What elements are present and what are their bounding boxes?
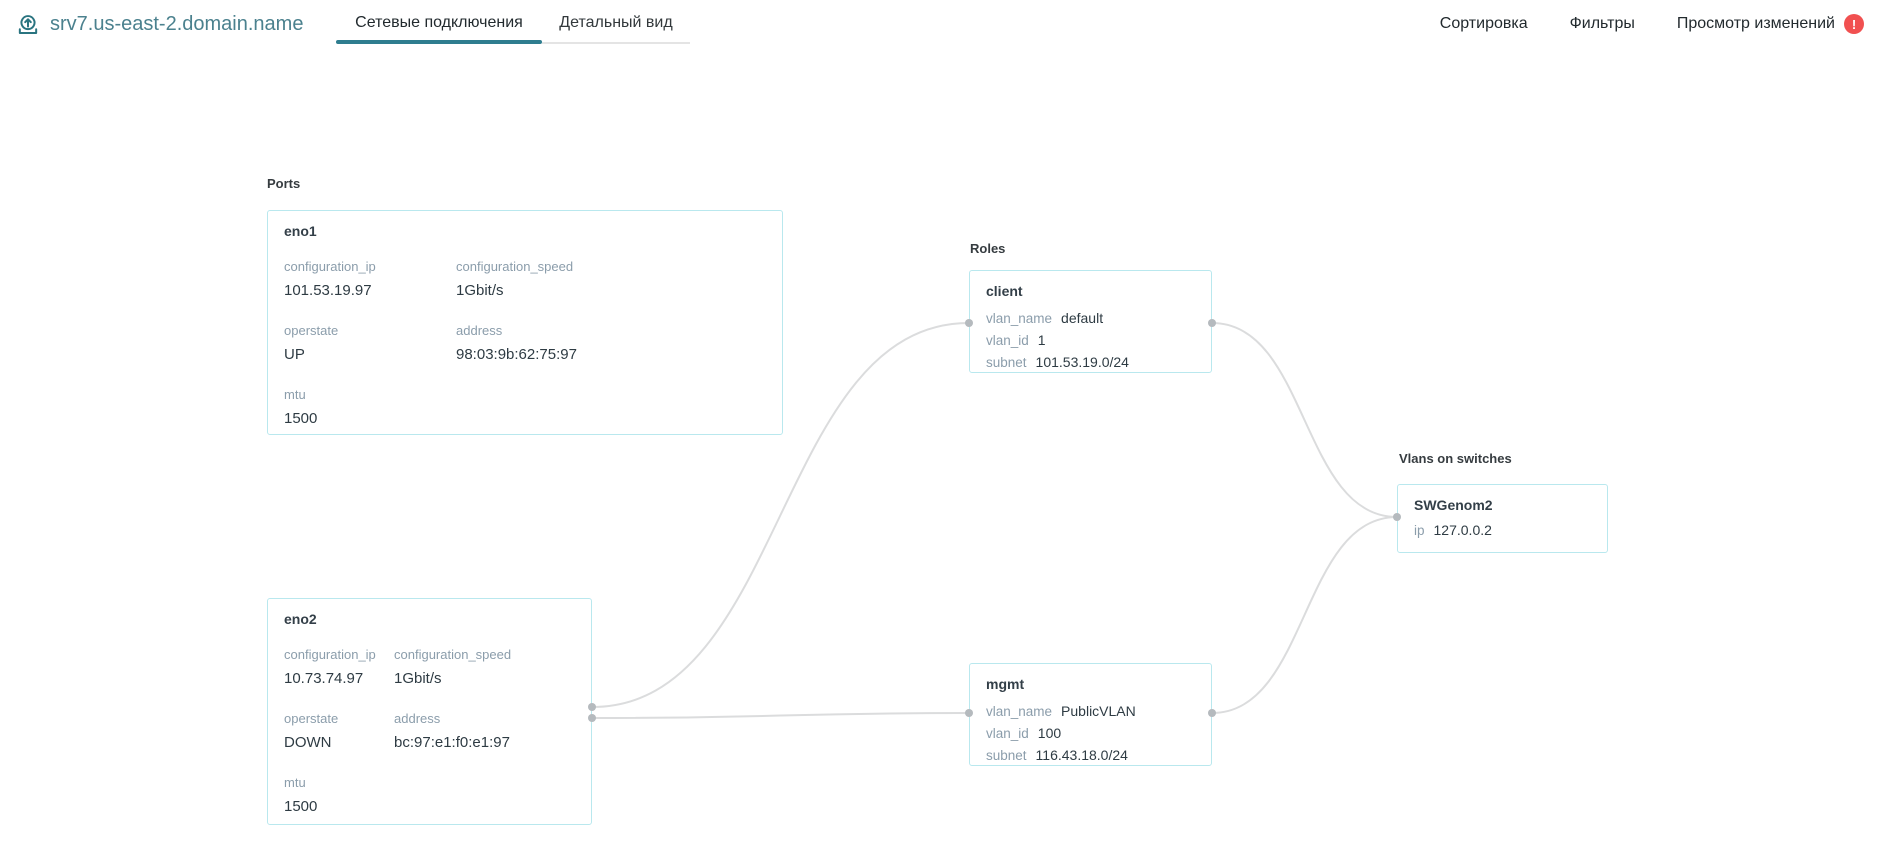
field-operstate: operstate DOWN <box>284 711 339 751</box>
card-title: eno2 <box>284 611 317 627</box>
field-mtu: mtu 1500 <box>284 775 318 815</box>
filters-button[interactable]: Фильтры <box>1569 15 1635 32</box>
server-upload-icon <box>14 10 42 38</box>
card-title: mgmt <box>986 676 1025 692</box>
field-mtu: mtu 1500 <box>284 387 318 427</box>
field-grid: configuration_ip 10.73.74.97 configurati… <box>284 647 575 815</box>
field-operstate: operstate UP <box>284 323 339 363</box>
view-changes-label: Просмотр изменений <box>1676 15 1835 32</box>
field-configuration-ip: configuration_ip 10.73.74.97 <box>284 647 376 687</box>
app-header: srv7.us-east-2.domain.name Сетевые подкл… <box>0 0 1884 48</box>
section-label-ports: Ports <box>267 176 301 191</box>
field-configuration-speed: configuration_speed 1Gbit/s <box>394 647 512 687</box>
connection-mgmt-swgenom2 <box>1211 516 1398 714</box>
connection-client-swgenom2 <box>1211 322 1398 518</box>
connection-eno2-mgmt <box>591 712 970 719</box>
field-grid: configuration_ip 101.53.19.97 configurat… <box>284 259 766 427</box>
field-address: address 98:03:9b:62:75:97 <box>456 323 577 363</box>
field-configuration-ip: configuration_ip 101.53.19.97 <box>284 259 376 299</box>
port-card-eno1[interactable]: eno1 configuration_ip 101.53.19.97 confi… <box>267 210 783 435</box>
card-title: SWGenom2 <box>1414 497 1493 513</box>
tabs: Сетевые подключения Детальный вид <box>336 0 690 48</box>
page-title: srv7.us-east-2.domain.name <box>50 13 304 35</box>
sort-button[interactable]: Сортировка <box>1439 15 1528 32</box>
field-address: address bc:97:e1:f0:e1:97 <box>394 711 510 751</box>
port-card-eno2[interactable]: eno2 configuration_ip 10.73.74.97 config… <box>267 598 592 825</box>
header-actions: Сортировка Фильтры Просмотр изменений ! <box>1440 0 1864 48</box>
section-label-vlans: Vlans on switches <box>1399 451 1512 466</box>
view-changes-button[interactable]: Просмотр изменений ! <box>1677 14 1864 34</box>
tab-detailed-view[interactable]: Детальный вид <box>542 0 690 48</box>
card-title: client <box>986 283 1023 299</box>
tab-network-connections[interactable]: Сетевые подключения <box>336 0 542 48</box>
section-label-roles: Roles <box>970 241 1006 256</box>
card-title: eno1 <box>284 223 317 239</box>
changes-alert-badge: ! <box>1844 14 1864 34</box>
field-configuration-speed: configuration_speed 1Gbit/s <box>456 259 574 299</box>
